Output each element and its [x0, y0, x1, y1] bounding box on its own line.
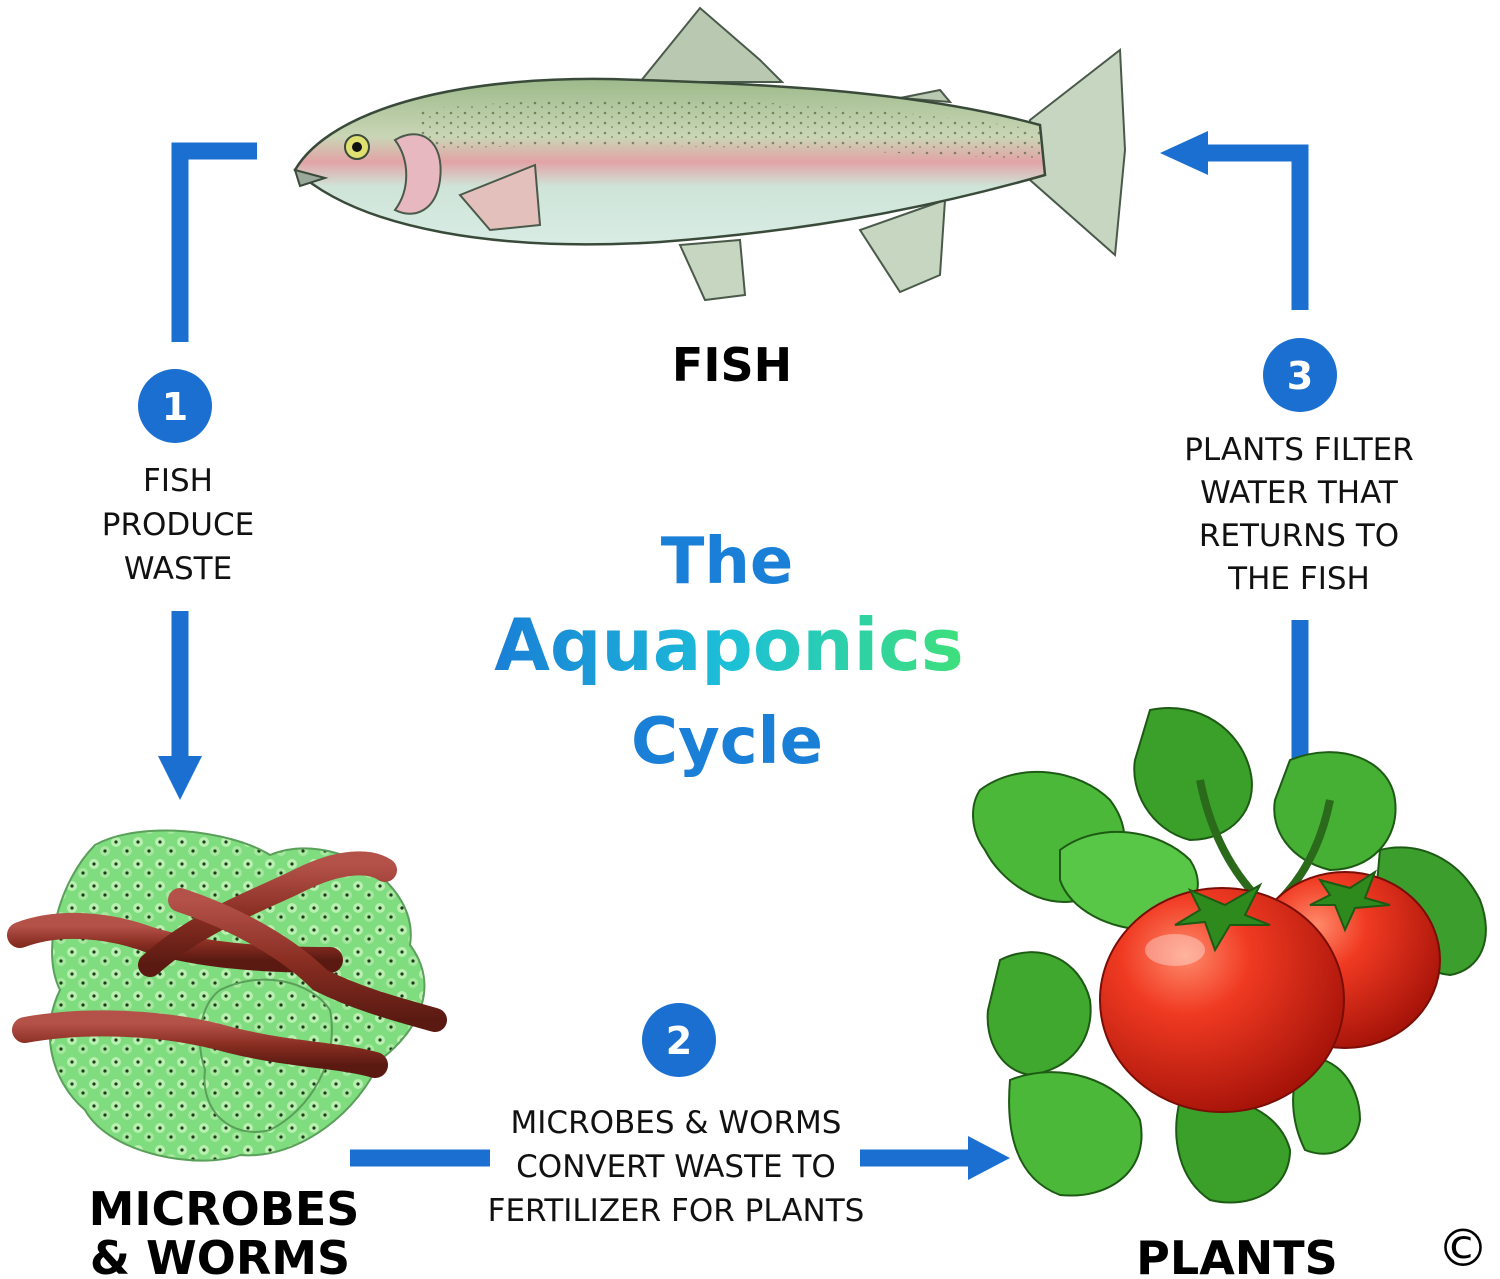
node-label-plants: PLANTS [1136, 1231, 1338, 1279]
step-2-line-3: FERTILIZER FOR PLANTS [488, 1193, 865, 1229]
step-3-badge: 3 [1263, 338, 1337, 412]
step-3-number: 3 [1287, 354, 1313, 398]
tomato-plant-illustration [972, 707, 1487, 1204]
trout-illustration [293, 6, 1127, 302]
step-3-line-1: PLANTS FILTER [1184, 432, 1414, 468]
title-line-3: Cycle [631, 705, 823, 779]
microbe-worm-illustration [7, 829, 447, 1162]
title-line-1: The [661, 525, 794, 599]
step-1-number: 1 [162, 385, 188, 429]
arrow-plants-to-fish [1205, 144, 1309, 760]
arrow-head-left [1160, 131, 1208, 175]
step-1-line-2: PRODUCE [102, 507, 254, 543]
step-1-line-3: WASTE [124, 551, 232, 587]
step-3-line-3: RETURNS TO [1199, 518, 1399, 554]
step-3-line-4: THE FISH [1227, 561, 1370, 597]
node-label-microbes-line-1: MICROBES [89, 1182, 360, 1236]
arrow-head-right [968, 1136, 1010, 1180]
node-label-fish: FISH [672, 338, 792, 392]
step-2-line-2: CONVERT WASTE TO [516, 1149, 836, 1185]
arrow-head-down [158, 756, 202, 800]
title-line-2: Aquaponics [494, 603, 964, 687]
step-3-line-2: WATER THAT [1200, 475, 1399, 511]
arrow-fish-to-microbes [171, 142, 257, 756]
node-label-microbes-line-2: & WORMS [90, 1231, 350, 1279]
step-2-line-1: MICROBES & WORMS [511, 1105, 842, 1141]
step-2-number: 2 [666, 1019, 692, 1063]
step-1-badge: 1 [138, 369, 212, 443]
step-1-line-1: FISH [143, 463, 213, 499]
step-2-badge: 2 [642, 1003, 716, 1077]
copyright-mark: © [1437, 1219, 1489, 1279]
